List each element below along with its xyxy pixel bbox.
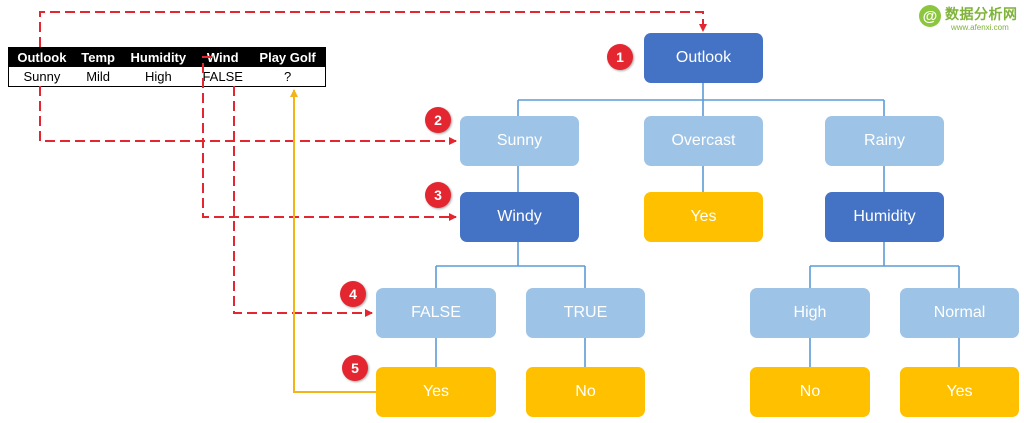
header-humidity: Humidity	[121, 47, 196, 67]
leaf-overcast-yes: Yes	[644, 192, 763, 242]
cell-wind: FALSE	[195, 67, 251, 87]
node-overcast: Overcast	[644, 116, 763, 166]
header-wind: Wind	[195, 47, 251, 67]
cell-play-golf: ?	[250, 67, 326, 87]
table-header-row: Outlook Temp Humidity Wind Play Golf	[8, 47, 326, 67]
leaf-true-no: No	[526, 367, 645, 417]
node-humidity-high: High	[750, 288, 870, 338]
step-badge-3: 3	[425, 182, 451, 208]
node-humidity-normal: Normal	[900, 288, 1019, 338]
node-windy: Windy	[460, 192, 579, 242]
node-windy-true: TRUE	[526, 288, 645, 338]
cell-temp: Mild	[74, 67, 122, 87]
leaf-high-no: No	[750, 367, 870, 417]
header-temp: Temp	[74, 47, 122, 67]
table-row: Sunny Mild High FALSE ?	[8, 67, 326, 87]
header-play-golf: Play Golf	[250, 47, 326, 67]
node-sunny: Sunny	[460, 116, 579, 166]
cell-outlook: Sunny	[8, 67, 75, 87]
logo-name: 数据分析网	[945, 6, 1018, 22]
node-humidity: Humidity	[825, 192, 944, 242]
watermark-logo: @ 数据分析网 www.afenxi.com	[919, 3, 1021, 33]
leaf-false-yes: Yes	[376, 367, 496, 417]
node-windy-false: FALSE	[376, 288, 496, 338]
node-outlook: Outlook	[644, 33, 763, 83]
step-badge-2: 2	[425, 107, 451, 133]
leaf-normal-yes: Yes	[900, 367, 1019, 417]
logo-at-icon: @	[919, 5, 941, 27]
logo-url: www.afenxi.com	[951, 23, 1009, 32]
header-outlook: Outlook	[8, 47, 75, 67]
cell-humidity: High	[121, 67, 196, 87]
step-badge-5: 5	[342, 355, 368, 381]
query-record-table: Outlook Temp Humidity Wind Play Golf Sun…	[8, 47, 326, 87]
step-badge-4: 4	[340, 281, 366, 307]
node-rainy: Rainy	[825, 116, 944, 166]
step-badge-1: 1	[607, 44, 633, 70]
